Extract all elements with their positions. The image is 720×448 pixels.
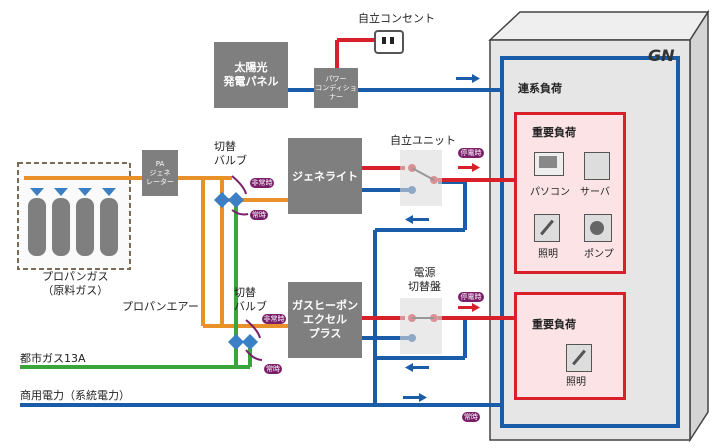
gn-label: GN bbox=[648, 46, 675, 65]
self-unit-switch bbox=[400, 150, 442, 206]
switchboard-label-1: 電源 bbox=[413, 266, 436, 279]
gas-cylinder-icon bbox=[28, 188, 118, 256]
badge-emergency-2: 非常時 bbox=[262, 314, 286, 324]
valve-label-1: 切替 バルブ bbox=[214, 140, 247, 168]
server-icon bbox=[584, 152, 610, 180]
server-label: サーバ bbox=[580, 187, 610, 198]
pa-label-2: ジェネ bbox=[149, 168, 171, 177]
arrow-left-icon bbox=[405, 215, 429, 372]
outlet-icon bbox=[374, 30, 404, 54]
pump-icon bbox=[584, 214, 612, 242]
arrow-right-icon bbox=[403, 74, 480, 402]
ghp-box: ガスヒーポンエクセルプラス bbox=[288, 282, 362, 358]
pump-label: ポンプ bbox=[584, 249, 614, 260]
cabinet-side bbox=[689, 9, 709, 443]
switchboard-label: 電源 切替盤 bbox=[408, 266, 441, 294]
power-conditioner-box: パワーコンディショナー bbox=[314, 68, 358, 108]
valve-label-1b: バルブ bbox=[214, 154, 247, 167]
valve-label-1a: 切替 bbox=[214, 140, 236, 153]
light-bulb-icon bbox=[566, 344, 592, 372]
solar-panel-box: 太陽光発電パネル bbox=[214, 42, 288, 108]
important-load-panel-1 bbox=[514, 112, 626, 274]
badge-normal-2: 常時 bbox=[264, 364, 282, 374]
propane-gas-label-2: （原料ガス） bbox=[42, 284, 109, 297]
solar-label-1: 太陽光 bbox=[234, 61, 268, 74]
valve-label-2b: バルブ bbox=[234, 300, 267, 313]
badge-normal-1: 常時 bbox=[250, 210, 268, 220]
ghp-label-1: ガスヒーポン bbox=[292, 299, 358, 312]
valve-icon bbox=[214, 192, 258, 350]
lighting-label-1: 照明 bbox=[538, 249, 558, 260]
pa-label-1: PA bbox=[155, 159, 165, 168]
pc-label: パソコン bbox=[530, 187, 570, 198]
grid-load-label: 連系負荷 bbox=[518, 82, 562, 95]
pcs-label-1: パワー bbox=[325, 74, 347, 83]
genelite-box: ジェネライト bbox=[288, 138, 362, 214]
propane-gas-label-1: プロパンガス bbox=[42, 270, 109, 283]
cabinet-top bbox=[488, 11, 710, 41]
solar-label-2: 発電パネル bbox=[223, 75, 279, 88]
propane-gas-label: プロパンガス （原料ガス） bbox=[42, 270, 109, 298]
genelite-label: ジェネライト bbox=[292, 170, 358, 183]
ghp-label-3: プラス bbox=[308, 327, 342, 340]
important-load-panel-2 bbox=[514, 292, 626, 400]
valve-label-2a: 切替 bbox=[234, 286, 256, 299]
pcs-label-2: コンディショナー bbox=[315, 83, 357, 101]
lighting-label-2: 照明 bbox=[566, 377, 586, 388]
grid-load-bus bbox=[500, 56, 680, 428]
propane-air-label: プロパンエアー bbox=[122, 300, 199, 313]
commercial-power-label: 商用電力（系統電力） bbox=[20, 389, 130, 402]
computer-icon bbox=[534, 152, 564, 176]
outlet-label: 自立コンセント bbox=[358, 12, 435, 25]
switchboard-switch bbox=[400, 298, 442, 354]
light-bulb-icon bbox=[534, 214, 560, 242]
important-load-label-2: 重要負荷 bbox=[532, 318, 576, 331]
important-load-label-1: 重要負荷 bbox=[532, 126, 576, 139]
self-unit-label: 自立ユニット bbox=[390, 134, 456, 147]
city-gas-label: 都市ガス13A bbox=[20, 352, 86, 365]
arrow-right-icon bbox=[458, 163, 480, 312]
switchboard-label-2: 切替盤 bbox=[408, 280, 441, 293]
ghp-label-2: エクセル bbox=[303, 313, 347, 326]
badge-emergency-1: 非常時 bbox=[250, 178, 274, 188]
valve-direction-arrows bbox=[231, 175, 263, 361]
backup-lines bbox=[335, 38, 519, 320]
badge-outage-2: 停電時 bbox=[458, 292, 484, 302]
badge-normal-3: 常時 bbox=[462, 412, 480, 422]
valve-label-2: 切替 バルブ bbox=[234, 286, 267, 314]
badge-outage-1: 停電時 bbox=[458, 148, 484, 158]
pa-label-3: レーター bbox=[146, 177, 174, 186]
